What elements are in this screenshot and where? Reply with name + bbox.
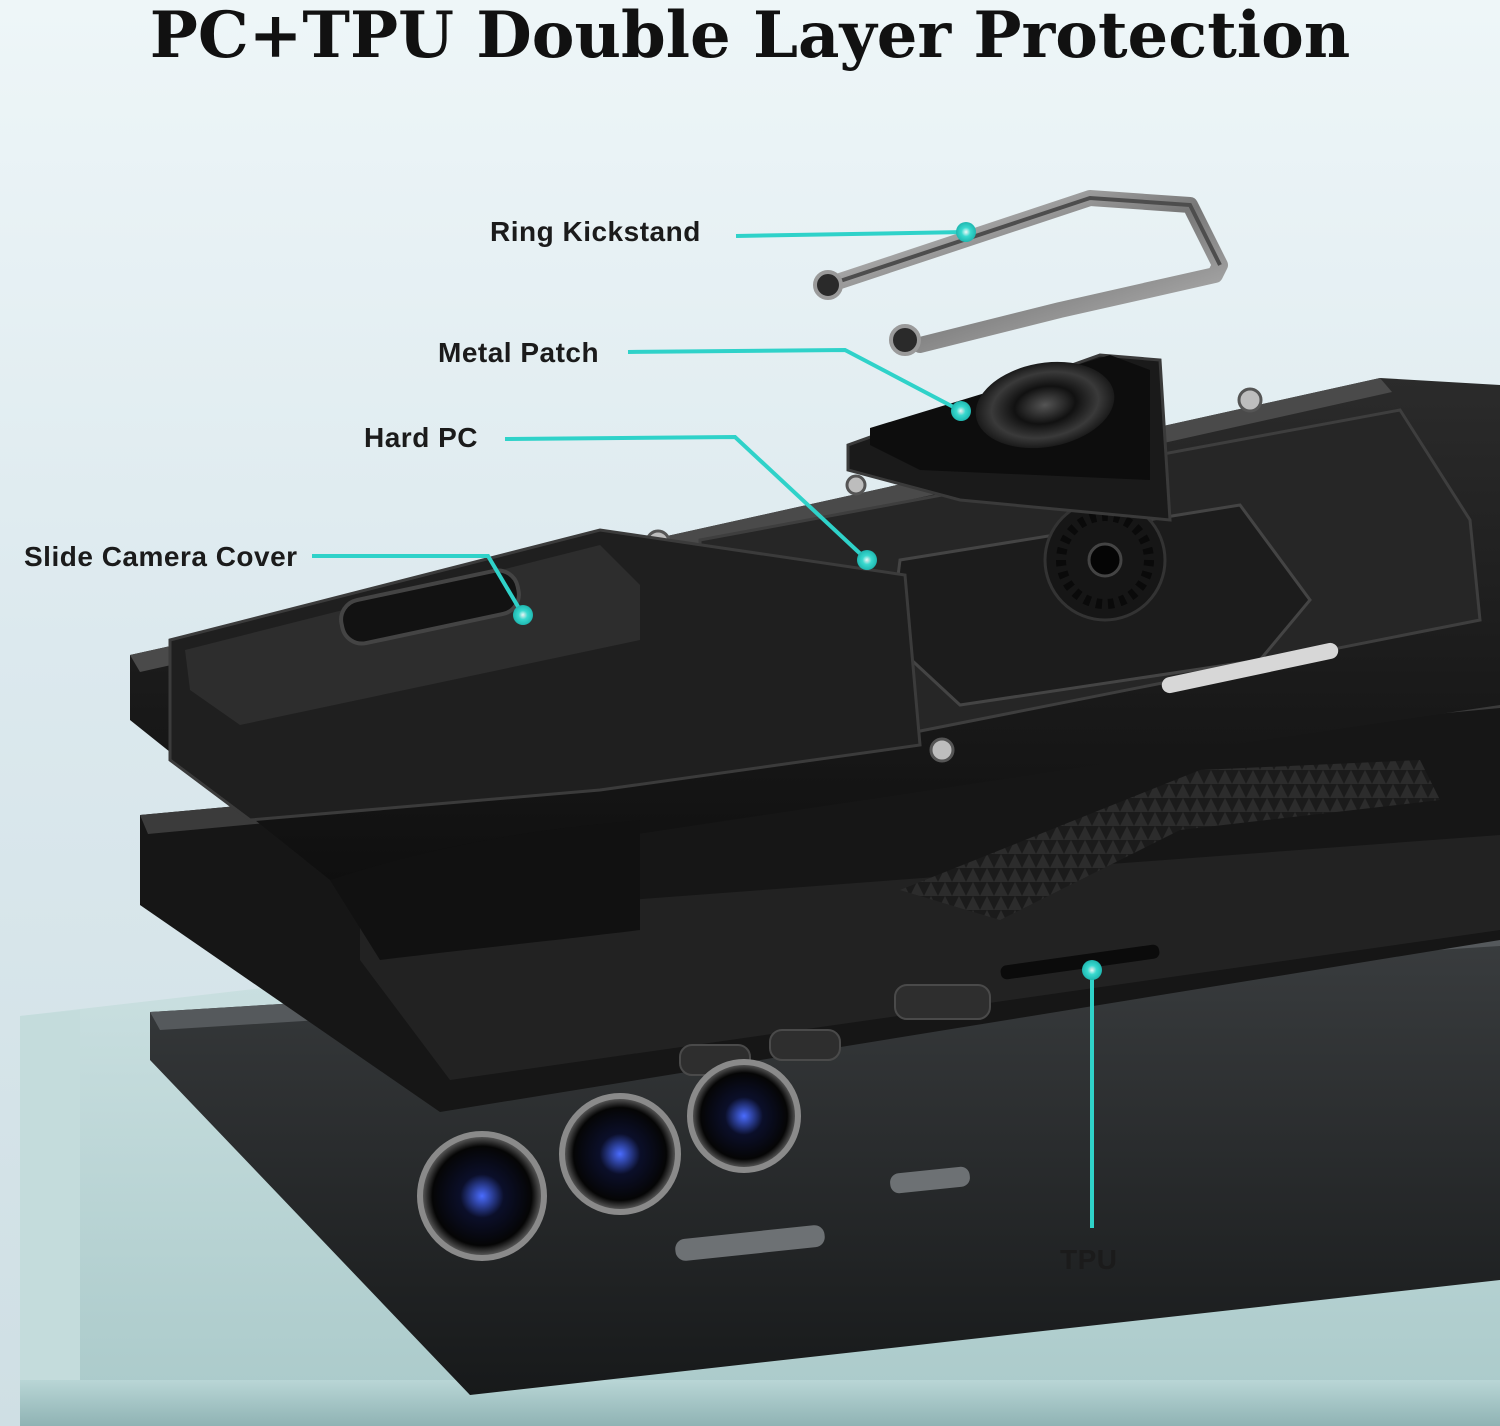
camera-lenses: [417, 1059, 801, 1261]
leader-hard-pc: [504, 434, 869, 562]
callout-ring-kickstand: Ring Kickstand: [490, 216, 701, 247]
leader-ring-kickstand: [735, 230, 967, 238]
callout-dot-metal-patch: [951, 401, 971, 421]
callout-hard-pc: Hard PC: [364, 422, 478, 453]
callout-dot-slide-camera-cover: [513, 605, 533, 625]
camera-lens: [559, 1093, 681, 1215]
metal-patch: [846, 353, 1172, 522]
callout-dots: [513, 222, 1102, 980]
callout-dot-ring-kickstand: [956, 222, 976, 242]
leader-metal-patch: [627, 347, 962, 413]
ring-kickstand: [813, 190, 1228, 356]
camera-lens: [417, 1131, 547, 1261]
callout-slide-camera-cover: Slide Camera Cover: [24, 541, 298, 572]
callout-dot-tpu: [1082, 960, 1102, 980]
leader-slide-camera-cover: [312, 554, 525, 617]
slot-highlight: [1161, 642, 1339, 694]
side-button: [890, 1166, 970, 1194]
camera-lens: [687, 1059, 801, 1173]
callout-tpu: TPU: [1060, 1244, 1118, 1275]
callout-dot-hard-pc: [857, 550, 877, 570]
callout-metal-patch: Metal Patch: [438, 337, 600, 368]
side-button: [675, 1225, 825, 1261]
callout-leaders: [312, 230, 1094, 1228]
headline: PC+TPU Double Layer Protection: [149, 0, 1351, 73]
slide-camera-cover: [168, 528, 922, 822]
